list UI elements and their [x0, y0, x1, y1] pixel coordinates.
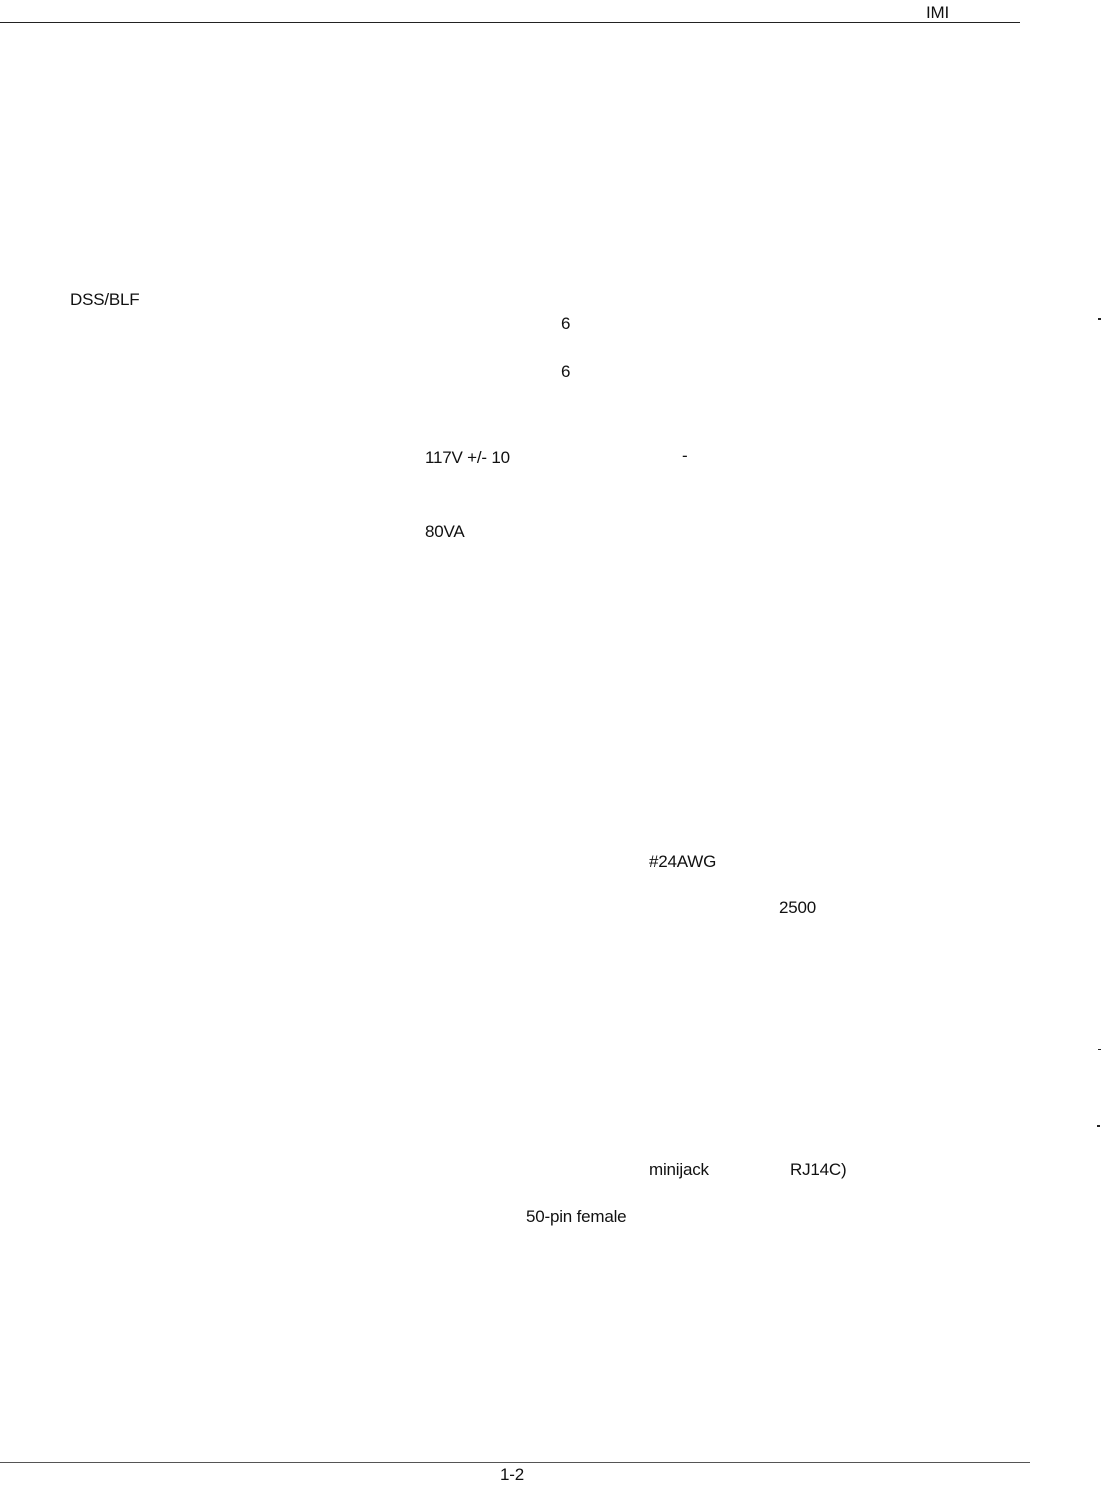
text-fragment: 117V +/- 10 [425, 448, 510, 467]
text-fragment: DSS/BLF [70, 290, 140, 309]
text-fragment: 50-pin female [526, 1207, 627, 1226]
text-fragment: - [682, 446, 688, 465]
text-fragment: #24AWG [649, 852, 717, 871]
margin-speck [1098, 1049, 1101, 1050]
text-fragment: 6 [561, 362, 571, 381]
text-fragment: minijack [649, 1160, 709, 1179]
page-number: 1-2 [500, 1465, 524, 1484]
header-code: IMI [926, 3, 950, 22]
text-fragment: 80VA [425, 522, 465, 541]
text-fragment: RJ14C) [790, 1160, 847, 1179]
margin-speck [1097, 1125, 1100, 1127]
footer-rule [0, 1462, 1030, 1463]
header-rule [0, 22, 1020, 23]
margin-speck [1098, 318, 1101, 320]
text-fragment: 2500 [779, 898, 817, 917]
text-fragment: 6 [561, 314, 571, 333]
